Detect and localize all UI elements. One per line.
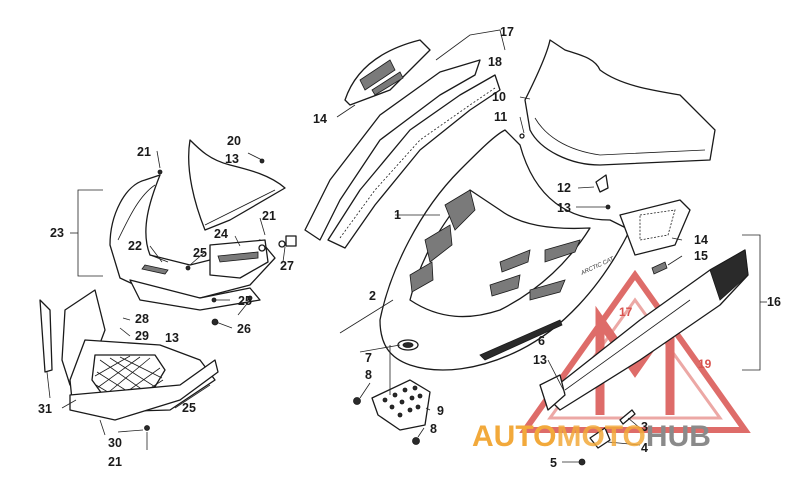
callout-8b: 8 (430, 422, 437, 436)
callout-14b: 14 (694, 233, 708, 247)
right-side-panel (539, 199, 749, 411)
watermark-moto: MOTO (556, 420, 645, 453)
callout-labels: 1 2 3 4 5 6 7 8 8 9 10 11 12 13 13 13 13… (38, 25, 781, 470)
callout-3: 3 (641, 420, 648, 434)
callout-25a: 25 (193, 246, 207, 260)
callout-22: 22 (128, 239, 142, 253)
callout-21a: 21 (137, 145, 151, 159)
watermark-auto: AUTO (472, 420, 556, 453)
callout-7: 7 (365, 351, 372, 365)
watermark-text: 17 19 AUTOMOTOHUB (472, 305, 712, 453)
callout-13a: 13 (557, 201, 571, 215)
top-vent-14 (344, 39, 431, 106)
callout-18: 18 (488, 55, 502, 69)
inner-shield-part (188, 139, 286, 231)
callout-21b: 21 (262, 209, 276, 223)
leader-lines (46, 29, 767, 463)
callout-29: 29 (135, 329, 149, 343)
callout-21c: 21 (108, 455, 122, 469)
callout-6: 6 (538, 334, 545, 348)
callout-12: 12 (557, 181, 571, 195)
callout-30: 30 (108, 436, 122, 450)
callout-5: 5 (550, 456, 557, 470)
watermark-red-19: 19 (698, 357, 712, 371)
callout-8a: 8 (365, 368, 372, 382)
lower-grille-assembly (39, 289, 219, 431)
callout-25c: 25 (182, 401, 196, 415)
callout-24: 24 (214, 227, 228, 241)
callout-15: 15 (694, 249, 708, 263)
windshield (519, 39, 716, 166)
callout-27: 27 (280, 259, 294, 273)
main-hood: ARCTIC CAT (379, 129, 631, 371)
callout-23: 23 (50, 226, 64, 240)
callout-31: 31 (38, 402, 52, 416)
watermark-brand: AUTOMOTOHUB (472, 420, 711, 453)
callout-28: 28 (135, 312, 149, 326)
mount-plate-9 (353, 379, 431, 445)
callout-16: 16 (767, 295, 781, 309)
hardware-3-4-5 (578, 409, 636, 466)
callout-10: 10 (492, 90, 506, 104)
callout-20: 20 (227, 134, 241, 148)
callout-17: 17 (500, 25, 514, 39)
callout-14a: 14 (313, 112, 327, 126)
callout-1: 1 (394, 208, 401, 222)
left-hood-assembly (109, 169, 276, 326)
side-trim-strip (304, 59, 501, 249)
callout-26: 26 (237, 322, 251, 336)
watermark-red-17: 17 (619, 305, 633, 319)
callout-2: 2 (369, 289, 376, 303)
clip-12 (595, 174, 611, 210)
callout-4: 4 (641, 441, 648, 455)
bracket-27 (278, 235, 297, 248)
callout-11: 11 (494, 110, 507, 124)
callout-25b: 25 (238, 294, 252, 308)
callout-13b: 13 (533, 353, 547, 367)
callout-9: 9 (437, 404, 444, 418)
callout-13c: 13 (225, 152, 239, 166)
watermark-hub: HUB (646, 420, 711, 453)
callout-13d: 13 (165, 331, 179, 345)
